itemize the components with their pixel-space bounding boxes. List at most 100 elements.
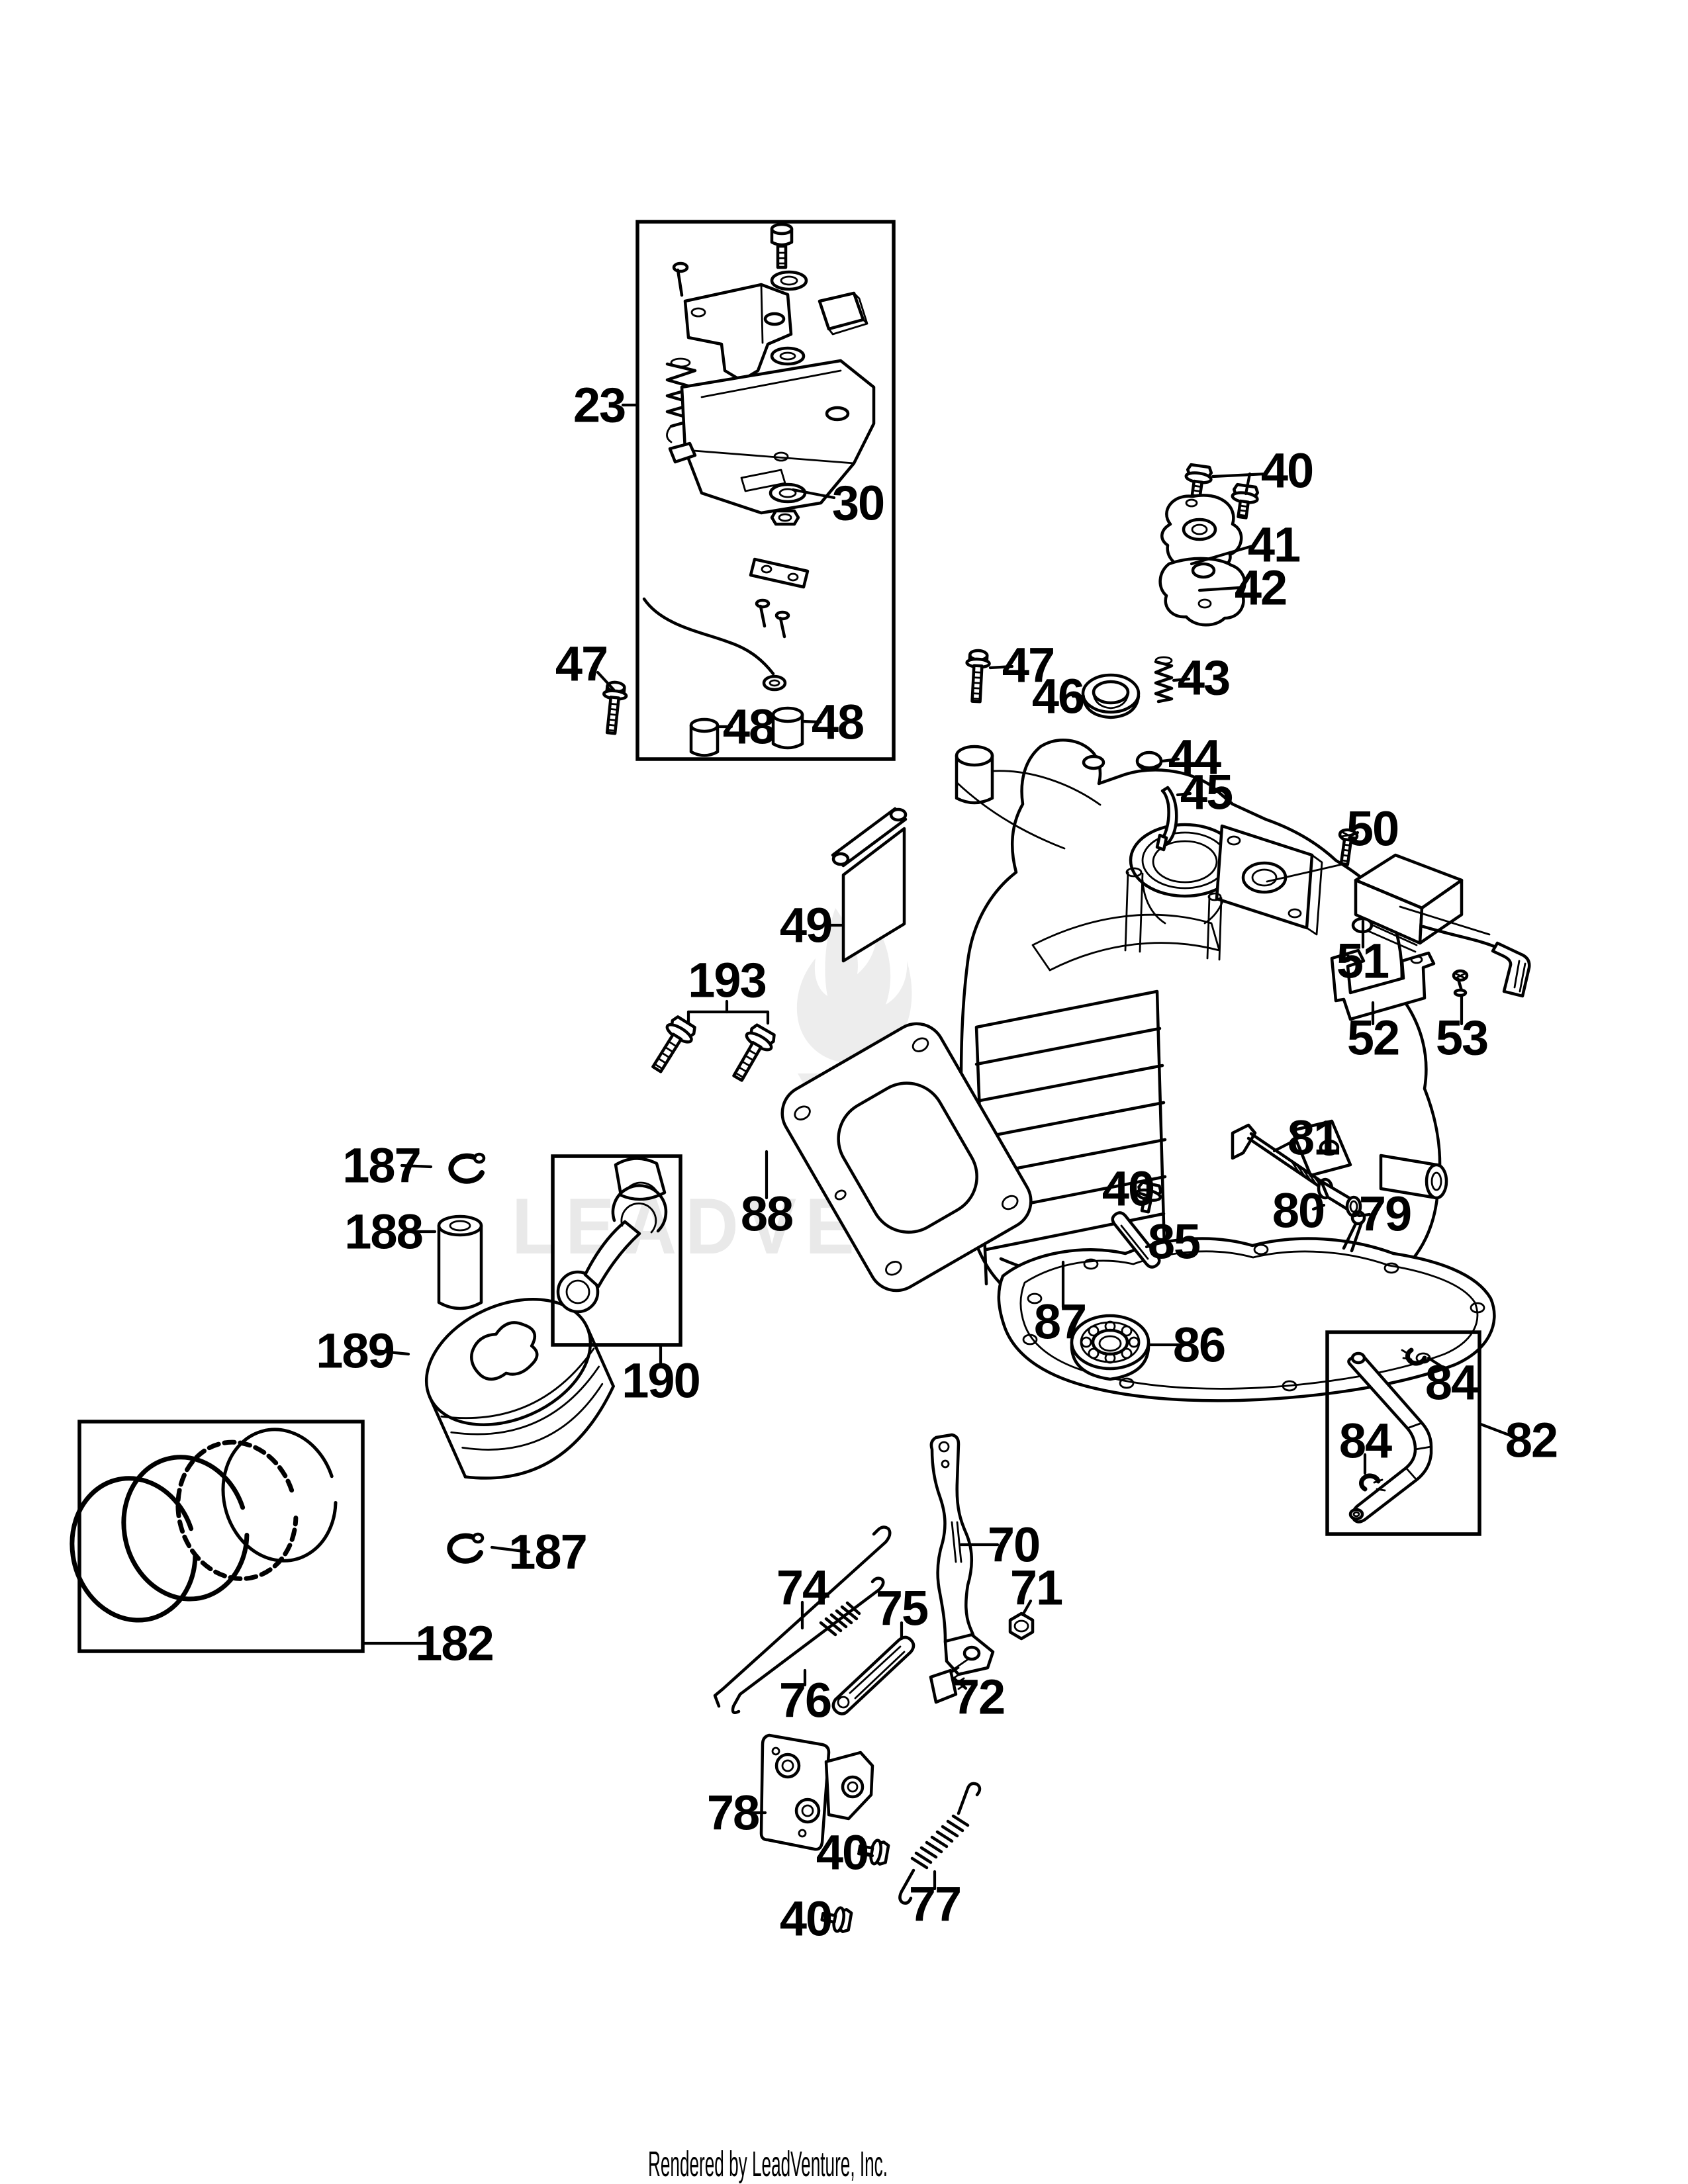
- leader-line-187: [400, 1163, 433, 1169]
- governor-rod-bushing: [1317, 1177, 1362, 1218]
- leader-line-40: [820, 1918, 836, 1924]
- callout-87-label: 87: [1034, 1295, 1086, 1349]
- leader-line-40: [1138, 1191, 1150, 1198]
- callout-78-label: 78: [707, 1786, 759, 1841]
- callout-85-label: 85: [1148, 1214, 1200, 1269]
- governor-rod: [1231, 1123, 1323, 1188]
- switch-block: [818, 291, 868, 336]
- throttle-control-assembly: [642, 222, 876, 757]
- watermark-flame-icon: [796, 908, 912, 1064]
- leader-line-189: [373, 1349, 410, 1356]
- throttle-cable: [642, 597, 775, 676]
- cable-grommet: [762, 674, 787, 692]
- brake-lever-arm: [929, 1433, 995, 1676]
- leader-line-41: [1190, 544, 1254, 566]
- throttle-link-rod: [713, 1525, 892, 1708]
- cylinder-head-gasket: [780, 1022, 1033, 1293]
- hex-nut: [1008, 1612, 1035, 1641]
- leader-line-40: [1211, 472, 1268, 478]
- leader-line-40: [857, 1852, 874, 1858]
- callout-42-label: 42: [1235, 561, 1286, 615]
- valve-cap: [1135, 751, 1163, 772]
- washer: [770, 346, 806, 366]
- callout-187-label: 187: [508, 1525, 586, 1580]
- leader-line-30: [791, 488, 836, 500]
- callout-88-label: 88: [741, 1187, 792, 1242]
- callout-49-label: 49: [780, 898, 831, 953]
- hose-clamp: [1401, 1347, 1427, 1366]
- leader-line-47: [596, 670, 616, 692]
- head-stud: [1206, 892, 1223, 961]
- callout-51-label: 51: [1336, 934, 1389, 989]
- washer-nut-30: [769, 482, 807, 526]
- governor-spring: [1154, 656, 1174, 704]
- control-link-bar: [831, 1635, 915, 1715]
- hex-bolt: [820, 1906, 853, 1933]
- callout-84-label: 84: [1425, 1355, 1478, 1410]
- callout-46-label: 46: [1032, 669, 1084, 724]
- cable-screw: [755, 598, 771, 628]
- leader-line-85: [1145, 1242, 1160, 1249]
- callout-50-label: 50: [1346, 801, 1398, 856]
- callout-81-label: 81: [1288, 1111, 1340, 1165]
- callout-188-label: 188: [344, 1205, 422, 1259]
- spacer-bushing: [771, 706, 804, 750]
- hex-bolt: [857, 1839, 890, 1866]
- retaining-ring: [448, 1152, 486, 1184]
- callout-45-label: 45: [1180, 765, 1233, 820]
- connecting-rod: [556, 1157, 668, 1314]
- piston-ring-set: [70, 1428, 338, 1623]
- engine-mount-upper: [1160, 494, 1243, 572]
- callout-182-label: 182: [415, 1616, 492, 1671]
- manifold-stub: [955, 745, 994, 767]
- engine-mount-lower: [1158, 557, 1246, 627]
- cable-screw: [774, 610, 790, 639]
- leader-line-80: [1311, 1203, 1326, 1211]
- washer: [770, 270, 808, 291]
- retaining-ring: [447, 1532, 485, 1564]
- callout-48-label: 48: [723, 700, 774, 754]
- leader-line-50: [1349, 831, 1360, 837]
- callout-189-label: 189: [316, 1324, 393, 1379]
- callout-47-label: 47: [555, 637, 607, 692]
- leader-line-81: [1272, 1138, 1298, 1153]
- leader-line-44: [1160, 757, 1180, 763]
- choke-rod-with-spring: [731, 1576, 885, 1714]
- callout-40-label: 40: [1261, 443, 1313, 498]
- throttle-control-group-box: [635, 220, 896, 761]
- brake-return-spring: [898, 1782, 982, 1905]
- brake-pad-spring: [929, 1657, 970, 1704]
- leader-line-47: [988, 664, 1014, 670]
- callout-193-label: 193: [688, 953, 765, 1008]
- pivot-bolt: [770, 222, 794, 269]
- leader-line-40: [1244, 472, 1252, 496]
- brake-bracket-plate: [759, 1733, 874, 1851]
- callout-47-label: 47: [1002, 638, 1054, 693]
- breather-tube-group-box: [1325, 1330, 1481, 1536]
- callout-187-label: 187: [342, 1138, 420, 1193]
- callout-74-label: 74: [776, 1561, 829, 1615]
- head-bolt: [732, 1023, 776, 1082]
- callout-30-label: 30: [832, 476, 884, 531]
- piston-pin: [437, 1214, 483, 1310]
- ball-bearing: [1070, 1314, 1150, 1381]
- callout-71-label: 71: [1010, 1561, 1062, 1615]
- control-bracket: [680, 359, 876, 515]
- throttle-lever: [683, 283, 793, 383]
- callout-84-label: 84: [1339, 1414, 1392, 1469]
- callout-44-label: 44: [1168, 730, 1221, 785]
- flange-bolt: [602, 680, 628, 735]
- woodruff-key: [1155, 786, 1178, 852]
- callout-77-label: 77: [909, 1877, 961, 1932]
- callout-76-label: 76: [779, 1673, 831, 1728]
- callout-43-label: 43: [1178, 651, 1229, 705]
- callout-23-label: 23: [573, 378, 625, 433]
- leader-line-82: [1479, 1422, 1516, 1439]
- piston-ring-set-group-box: [77, 1420, 365, 1653]
- callout-40-label: 40: [1102, 1161, 1154, 1216]
- connecting-rod-group-box: [551, 1154, 682, 1347]
- head-stud: [1124, 867, 1144, 953]
- leader-line-43: [1172, 677, 1191, 682]
